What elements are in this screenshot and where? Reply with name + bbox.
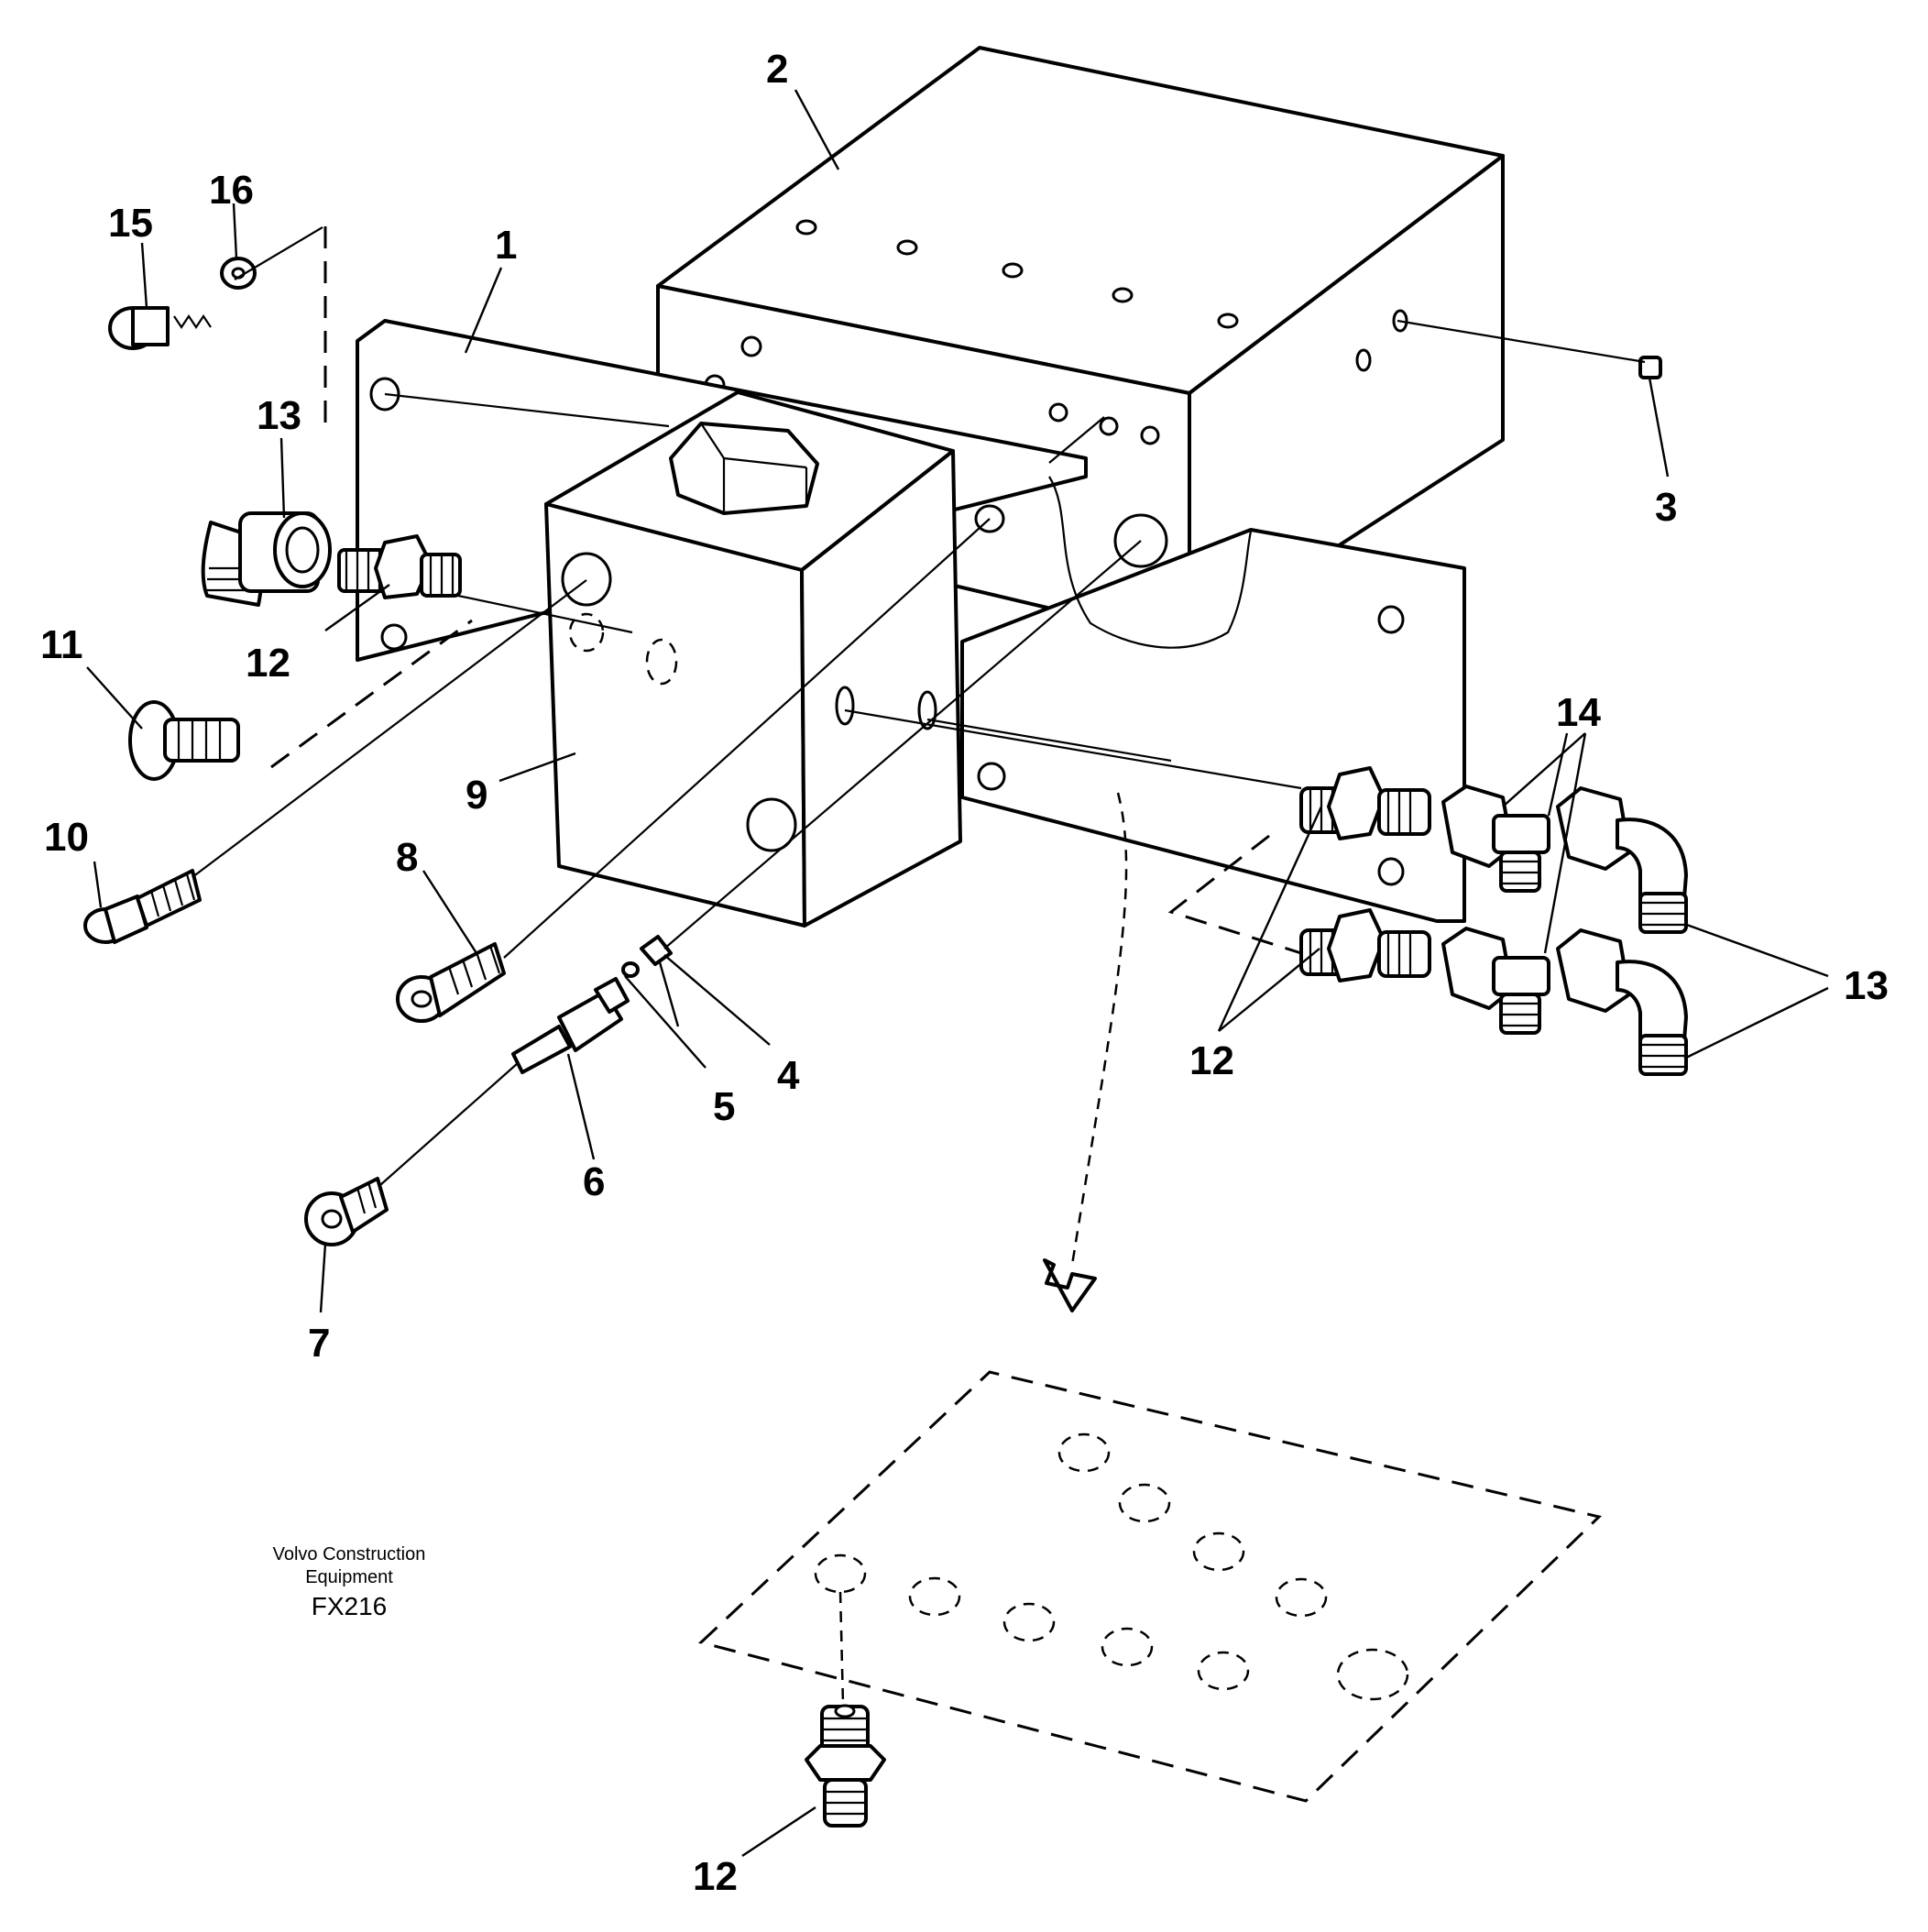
alignment-lines [192, 226, 1646, 1186]
caption-line-1: Volvo Construction [273, 1544, 426, 1564]
elbow-fitting-part-13-left [201, 511, 332, 607]
valve-body-part-9 [544, 390, 962, 928]
plug-part-15 [108, 306, 212, 350]
callout-6: 6 [583, 1159, 605, 1204]
tee-fitting-part-14-upper [1441, 785, 1550, 893]
figure-caption: Volvo Construction Equipment FX216 [273, 1544, 426, 1620]
callout-10: 10 [44, 815, 89, 860]
callouts: 1 2 3 4 5 6 7 8 9 10 11 12 12 12 13 13 1… [40, 47, 1889, 1899]
callout-2: 2 [766, 47, 788, 92]
assembly-paths [270, 226, 1302, 1266]
arrow-icon [1043, 1258, 1097, 1312]
nipple-fitting-part-12-lower-right [1299, 908, 1431, 982]
plug-part-7 [304, 1177, 389, 1246]
screw-part-10 [83, 869, 202, 944]
callout-12-left: 12 [246, 641, 290, 686]
detail-view-bottom-face [697, 1370, 1603, 1803]
callout-12-right: 12 [1189, 1038, 1234, 1083]
callout-1: 1 [495, 223, 517, 268]
callout-14: 14 [1556, 690, 1601, 735]
nipple-fitting-part-12-upper-right [1299, 766, 1431, 840]
elbow-fitting-part-13-lower-right [1556, 928, 1688, 1076]
leader-lines [86, 89, 1829, 1858]
plug-part-11 [128, 700, 240, 781]
callout-13-right: 13 [1844, 963, 1889, 1008]
callout-8: 8 [396, 835, 418, 880]
seal-washer-part-16 [220, 257, 257, 290]
nipple-fitting-part-12-left [337, 534, 462, 599]
callout-3: 3 [1655, 485, 1677, 530]
piston-part-6 [511, 977, 630, 1074]
caption-line-2: Equipment [305, 1567, 393, 1587]
callout-16: 16 [209, 168, 254, 213]
callout-15: 15 [108, 201, 153, 246]
callout-11: 11 [40, 622, 83, 667]
sleeve-part-4 [640, 935, 673, 966]
plug-part-3 [1638, 356, 1662, 379]
callout-7: 7 [308, 1321, 330, 1366]
figure-code: FX216 [312, 1592, 388, 1620]
callout-5: 5 [713, 1084, 735, 1129]
callout-4: 4 [777, 1053, 800, 1098]
valve-block-part-2 [656, 46, 1505, 643]
tee-fitting-part-14-lower [1441, 927, 1550, 1035]
o-ring-part-5 [621, 961, 640, 978]
callout-12-bottom: 12 [693, 1854, 738, 1899]
callout-13-left: 13 [257, 393, 301, 438]
elbow-fitting-part-13-upper-right [1556, 786, 1688, 934]
screw-part-8 [396, 942, 506, 1023]
nipple-fitting-part-12-bottom [805, 1704, 886, 1828]
callout-9: 9 [466, 773, 487, 818]
